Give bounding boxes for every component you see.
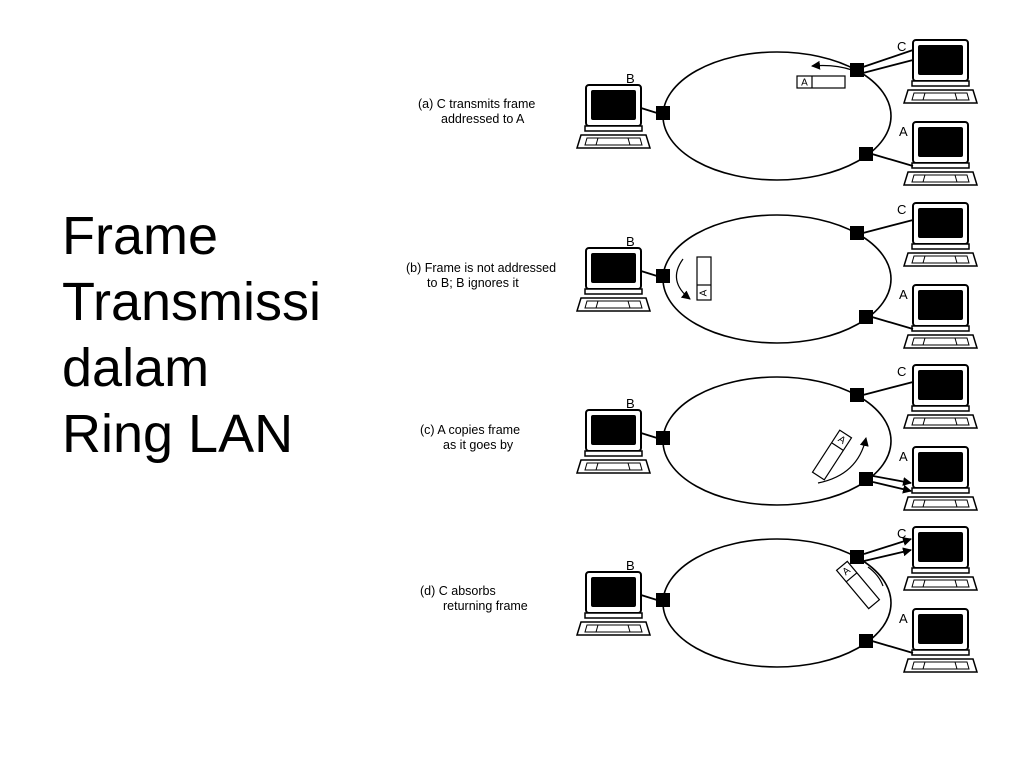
ring-node-a bbox=[859, 147, 873, 161]
station-label-c: C bbox=[897, 202, 906, 217]
title-line-4: Ring LAN bbox=[62, 404, 294, 464]
ring-node-b bbox=[656, 106, 670, 120]
frame-address: A bbox=[836, 434, 848, 447]
computer-a-icon bbox=[903, 446, 978, 511]
frame-address: A bbox=[699, 289, 710, 296]
caption-line-2: as it goes by bbox=[443, 438, 514, 452]
title-line-3: dalam bbox=[62, 338, 210, 398]
caption-line-1: (b) Frame is not addressed bbox=[406, 261, 556, 275]
ring-node-a bbox=[859, 634, 873, 648]
ring-node-c bbox=[850, 226, 864, 240]
computer-b-icon bbox=[576, 571, 651, 636]
link-b bbox=[640, 107, 658, 114]
panel-d: B C A A (d) C absorbs returning frame bbox=[420, 526, 978, 673]
computer-c-icon bbox=[903, 39, 978, 104]
link-c bbox=[862, 219, 914, 234]
link-c-absorb-2 bbox=[863, 547, 912, 562]
station-label-b: B bbox=[626, 71, 635, 86]
ring-node-b bbox=[656, 593, 670, 607]
ring-node-a bbox=[859, 310, 873, 324]
frame: A bbox=[696, 256, 712, 301]
ring-node-c bbox=[850, 63, 864, 77]
ring-node-c bbox=[850, 550, 864, 564]
frame-absorb-curve bbox=[867, 566, 884, 587]
frame-direction-arrow bbox=[817, 437, 869, 484]
slide-title: Frame Transmissi dalam Ring LAN bbox=[62, 203, 321, 467]
link-a-copy-1 bbox=[872, 475, 912, 486]
caption-line-2: addressed to A bbox=[441, 112, 525, 126]
computer-a-icon bbox=[903, 608, 978, 673]
station-label-b: B bbox=[626, 396, 635, 411]
link-a bbox=[871, 316, 914, 330]
title-line-1: Frame bbox=[62, 206, 219, 266]
station-label-b: B bbox=[626, 558, 635, 573]
computer-c-icon bbox=[903, 202, 978, 267]
frame-address: A bbox=[801, 78, 808, 89]
frame-direction-arrow bbox=[675, 258, 691, 300]
computer-b-icon bbox=[576, 409, 651, 474]
computer-a-icon bbox=[903, 121, 978, 186]
panel-b: B C A A (b) Frame is not addressed to B;… bbox=[406, 202, 978, 349]
link-c-absorb-1 bbox=[863, 537, 912, 555]
link-b bbox=[640, 432, 658, 439]
computer-c-icon bbox=[903, 364, 978, 429]
station-label-a: A bbox=[899, 449, 908, 464]
station-label-a: A bbox=[899, 611, 908, 626]
station-label-c: C bbox=[897, 364, 906, 379]
station-label-a: A bbox=[899, 124, 908, 139]
panel-c: B C A A (c) A copies frame as it goes by bbox=[420, 364, 978, 511]
caption-line-2: returning frame bbox=[443, 599, 528, 613]
computer-a-icon bbox=[903, 284, 978, 349]
ring-node-b bbox=[656, 431, 670, 445]
link-a bbox=[871, 153, 914, 167]
panel-a: B C A A (a) C transmits frame addressed … bbox=[418, 39, 978, 186]
ring-node-c bbox=[850, 388, 864, 402]
station-label-c: C bbox=[897, 526, 906, 541]
ring-node-a bbox=[859, 472, 873, 486]
link-b bbox=[640, 594, 658, 601]
frame-direction-arrow bbox=[811, 60, 853, 71]
computer-b-icon bbox=[576, 247, 651, 312]
ring-node-b bbox=[656, 269, 670, 283]
link-c-tx-2 bbox=[862, 59, 914, 74]
station-label-a: A bbox=[899, 287, 908, 302]
computer-c-icon bbox=[903, 526, 978, 591]
frame: A bbox=[835, 560, 881, 610]
link-c bbox=[862, 381, 914, 396]
frame: A bbox=[796, 75, 846, 89]
station-label-b: B bbox=[626, 234, 635, 249]
link-a bbox=[871, 640, 914, 654]
caption-line-2: to B; B ignores it bbox=[427, 276, 519, 290]
frame: A bbox=[811, 429, 853, 481]
title-line-2: Transmissi bbox=[62, 272, 322, 332]
link-b bbox=[640, 270, 658, 277]
caption-line-1: (d) C absorbs bbox=[420, 584, 496, 598]
computer-b-icon bbox=[576, 84, 651, 149]
link-a-copy-2 bbox=[872, 481, 912, 494]
station-label-c: C bbox=[897, 39, 906, 54]
caption-line-1: (c) A copies frame bbox=[420, 423, 520, 437]
caption-line-1: (a) C transmits frame bbox=[418, 97, 535, 111]
link-c-tx-1 bbox=[862, 49, 914, 68]
